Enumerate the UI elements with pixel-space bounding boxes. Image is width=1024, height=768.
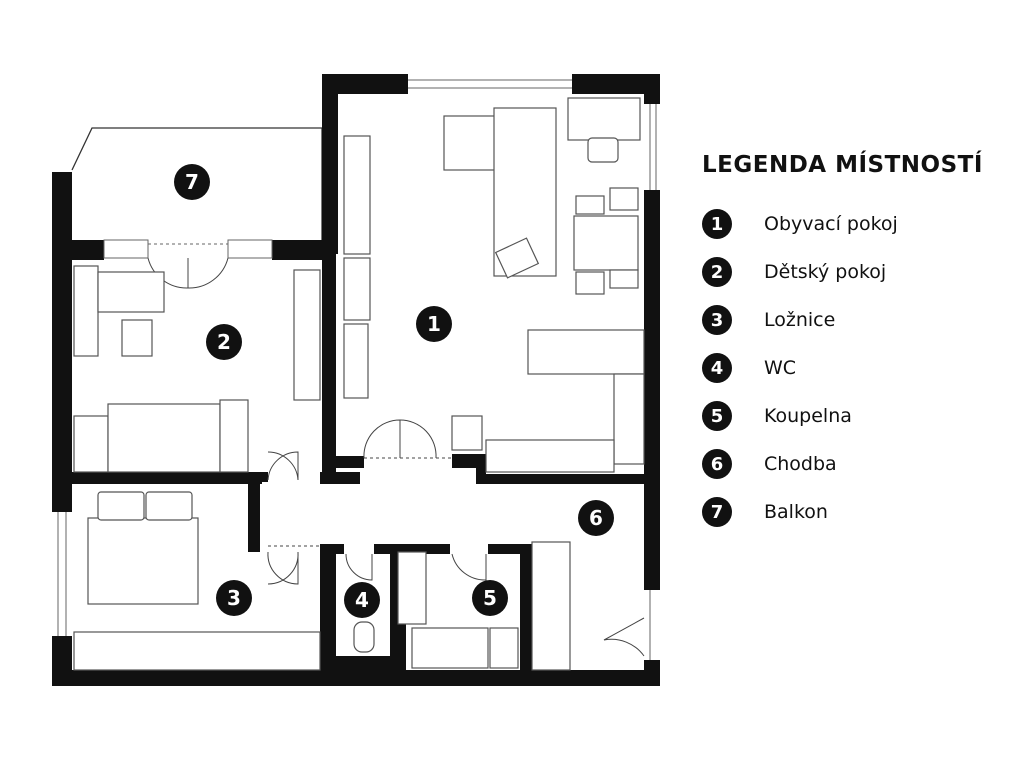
svg-text:3: 3 <box>227 586 241 610</box>
legend-badge: 7 <box>702 497 732 527</box>
legend-label: Koupelna <box>764 405 852 427</box>
legend-label: WC <box>764 357 797 379</box>
legend-item: 7 Balkon <box>702 488 1012 536</box>
legend-label: Balkon <box>764 501 828 523</box>
room-badge-1: 1 <box>416 306 452 342</box>
legend-badge: 4 <box>702 353 732 383</box>
legend-item: 1 Obyvací pokoj <box>702 200 1012 248</box>
room-badge-7: 7 <box>174 164 210 200</box>
legend-badge: 1 <box>702 209 732 239</box>
room-legend: LEGENDA MÍSTNOSTÍ 1 Obyvací pokoj 2 Děts… <box>702 152 1012 536</box>
legend-label: Obyvací pokoj <box>764 213 898 235</box>
room-badge-2: 2 <box>206 324 242 360</box>
legend-badge: 3 <box>702 305 732 335</box>
legend-item: 5 Koupelna <box>702 392 1012 440</box>
legend-label: Dětský pokoj <box>764 261 887 283</box>
legend-label: Chodba <box>764 453 837 475</box>
svg-text:2: 2 <box>217 330 231 354</box>
doors <box>147 257 645 657</box>
legend-item: 3 Ložnice <box>702 296 1012 344</box>
windows <box>57 79 657 660</box>
legend-badge: 5 <box>702 401 732 431</box>
room-badge-3: 3 <box>216 580 252 616</box>
svg-text:7: 7 <box>185 170 199 194</box>
room-badges: 1 2 3 4 5 6 7 <box>174 164 614 618</box>
svg-text:1: 1 <box>427 312 441 336</box>
legend-item: 6 Chodba <box>702 440 1012 488</box>
room-badge-5: 5 <box>472 580 508 616</box>
legend-badge: 6 <box>702 449 732 479</box>
legend-label: Ložnice <box>764 309 836 331</box>
legend-item: 4 WC <box>702 344 1012 392</box>
legend-title: LEGENDA MÍSTNOSTÍ <box>702 152 983 178</box>
svg-text:5: 5 <box>483 586 497 610</box>
svg-text:6: 6 <box>589 506 603 530</box>
furniture <box>73 97 645 671</box>
room-badge-4: 4 <box>344 582 380 618</box>
legend-item: 2 Dětský pokoj <box>702 248 1012 296</box>
room-badge-6: 6 <box>578 500 614 536</box>
svg-text:4: 4 <box>355 588 369 612</box>
walls <box>52 74 660 686</box>
legend-badge: 2 <box>702 257 732 287</box>
